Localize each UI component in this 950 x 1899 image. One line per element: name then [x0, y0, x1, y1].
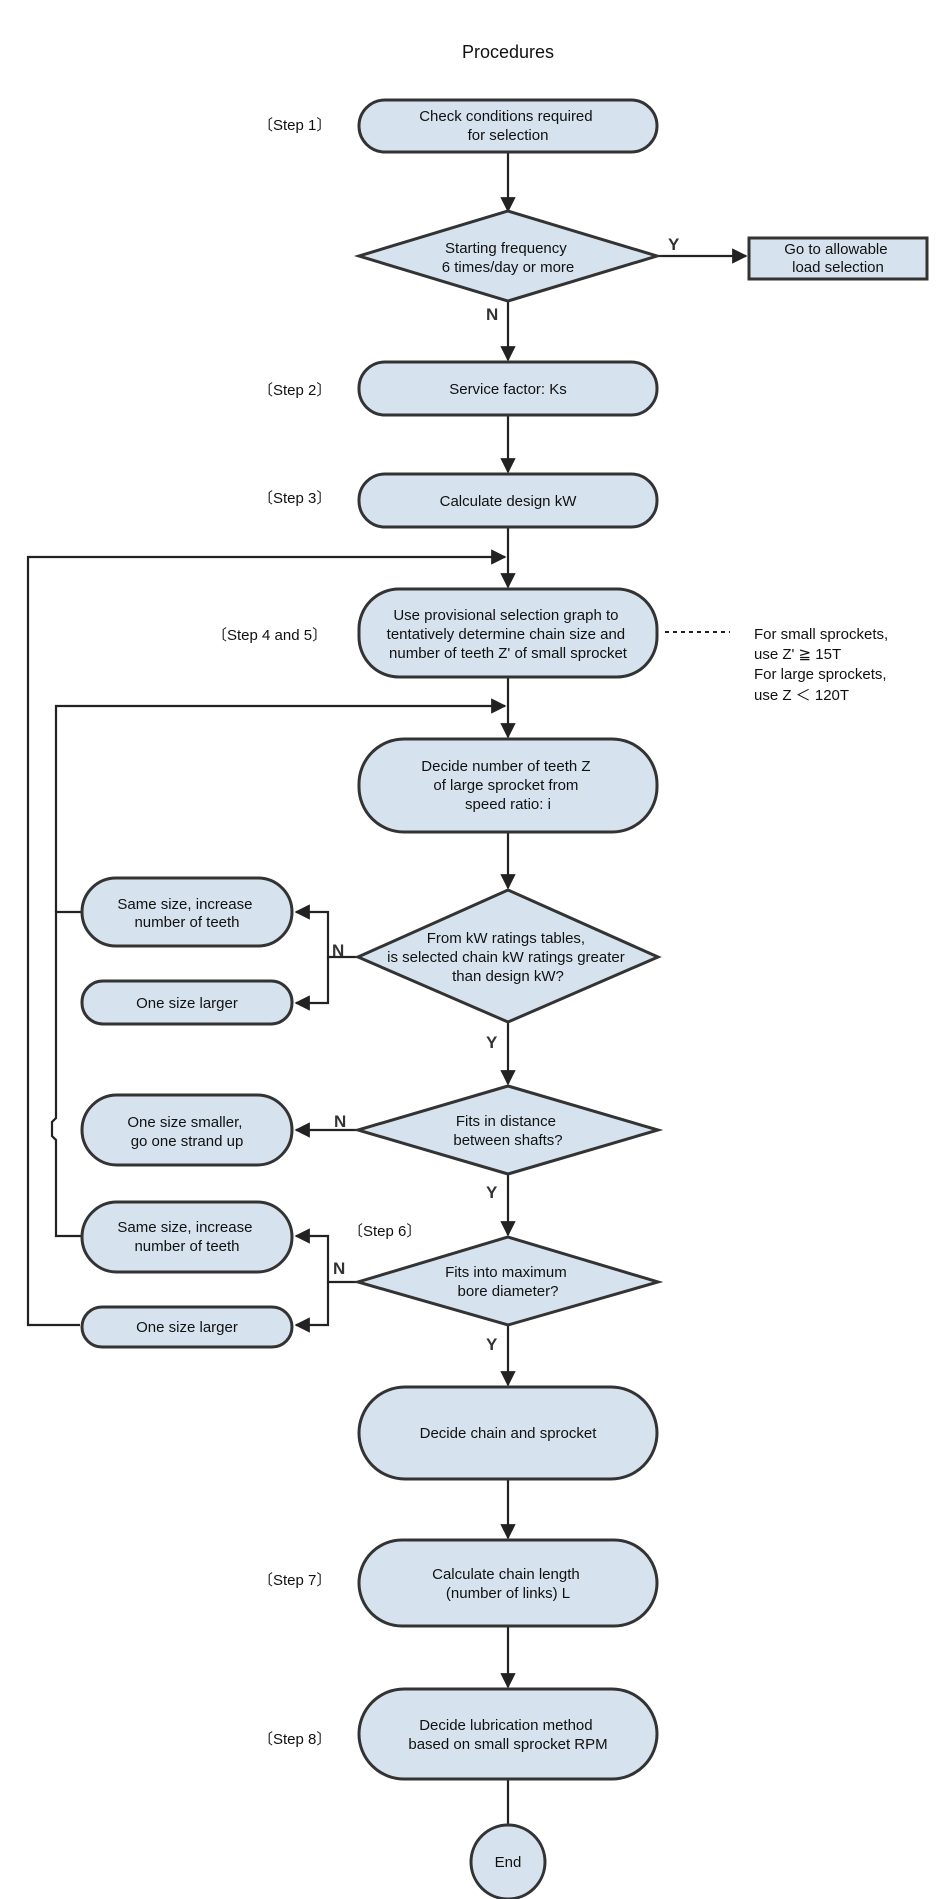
chain-length-text: Calculate chain length (number of links)… — [432, 1566, 584, 1602]
decide-chain-box — [357, 1385, 659, 1481]
step-label-8: 〔Step 8〕 — [258, 1731, 331, 1748]
service-factor-box — [357, 360, 659, 417]
same-size-increase-box-1 — [80, 876, 294, 948]
no-label-distance: N — [334, 1112, 346, 1131]
connectors — [26, 152, 748, 1840]
step-label-3: 〔Step 3〕 — [258, 490, 331, 507]
end-text: End — [495, 1854, 522, 1871]
provisional-selection-box — [357, 587, 659, 679]
lubrication-box — [357, 1687, 659, 1781]
one-size-smaller-box — [80, 1093, 294, 1167]
fits-bore-decision — [352, 1235, 664, 1327]
kw-ratings-text: From kW ratings tables, is selected chai… — [387, 930, 629, 985]
no-label-bore: N — [333, 1259, 345, 1278]
end-terminal — [469, 1823, 547, 1899]
one-size-larger-text-2: One size larger — [136, 1319, 238, 1336]
yes-label-distance: Y — [486, 1183, 498, 1202]
lubrication-text: Decide lubrication method based on small… — [408, 1717, 607, 1753]
one-size-larger-text-1: One size larger — [136, 995, 238, 1012]
yes-label-starting: Y — [668, 235, 680, 254]
design-kw-text: Calculate design kW — [440, 493, 578, 510]
no-label-starting: N — [486, 305, 498, 324]
chain-length-box — [357, 1538, 659, 1628]
service-factor-text: Service factor: Ks — [449, 381, 567, 398]
starting-frequency-decision — [353, 209, 663, 303]
decide-teeth-text: Decide number of teeth Z of large sprock… — [421, 758, 594, 813]
same-size-increase-text-2: Same size, increase number of teeth — [117, 1219, 256, 1255]
step-label-6: 〔Step 6〕 — [348, 1223, 421, 1240]
page-title: Procedures — [462, 42, 554, 62]
one-size-smaller-text: One size smaller, go one strand up — [127, 1114, 246, 1150]
fits-distance-text: Fits in distance between shafts? — [453, 1113, 562, 1149]
provisional-selection-text: Use provisional selection graph to tenta… — [387, 607, 630, 662]
same-size-increase-box-2 — [80, 1200, 294, 1274]
same-size-increase-text-1: Same size, increase number of teeth — [117, 896, 256, 931]
yes-label-bore: Y — [486, 1335, 498, 1354]
step-label-2: 〔Step 2〕 — [258, 382, 331, 399]
step-label-1: 〔Step 1〕 — [258, 117, 331, 134]
one-size-larger-box-1 — [80, 979, 294, 1026]
decide-teeth-box — [357, 737, 659, 834]
no-label-kw: N — [332, 941, 344, 960]
step-label-4-5: 〔Step 4 and 5〕 — [212, 627, 327, 644]
decide-chain-text: Decide chain and sprocket — [420, 1425, 598, 1442]
allowable-load-text: Go to allowable load selection — [784, 241, 892, 276]
fits-distance-decision — [352, 1084, 664, 1176]
starting-frequency-text: Starting frequency 6 times/day or more — [442, 240, 575, 276]
one-size-larger-box-2 — [80, 1305, 294, 1349]
note-text: For small sprockets, use Z' ≧ 15T For la… — [754, 626, 892, 704]
design-kw-box — [357, 472, 659, 529]
check-conditions-box — [357, 98, 659, 154]
check-conditions-text: Check conditions required for selection — [419, 108, 597, 144]
fits-bore-text: Fits into maximum bore diameter? — [445, 1264, 571, 1300]
step-label-7: 〔Step 7〕 — [258, 1572, 331, 1589]
allowable-load-box — [747, 236, 929, 281]
kw-ratings-decision — [354, 888, 662, 1024]
yes-label-kw: Y — [486, 1033, 498, 1052]
